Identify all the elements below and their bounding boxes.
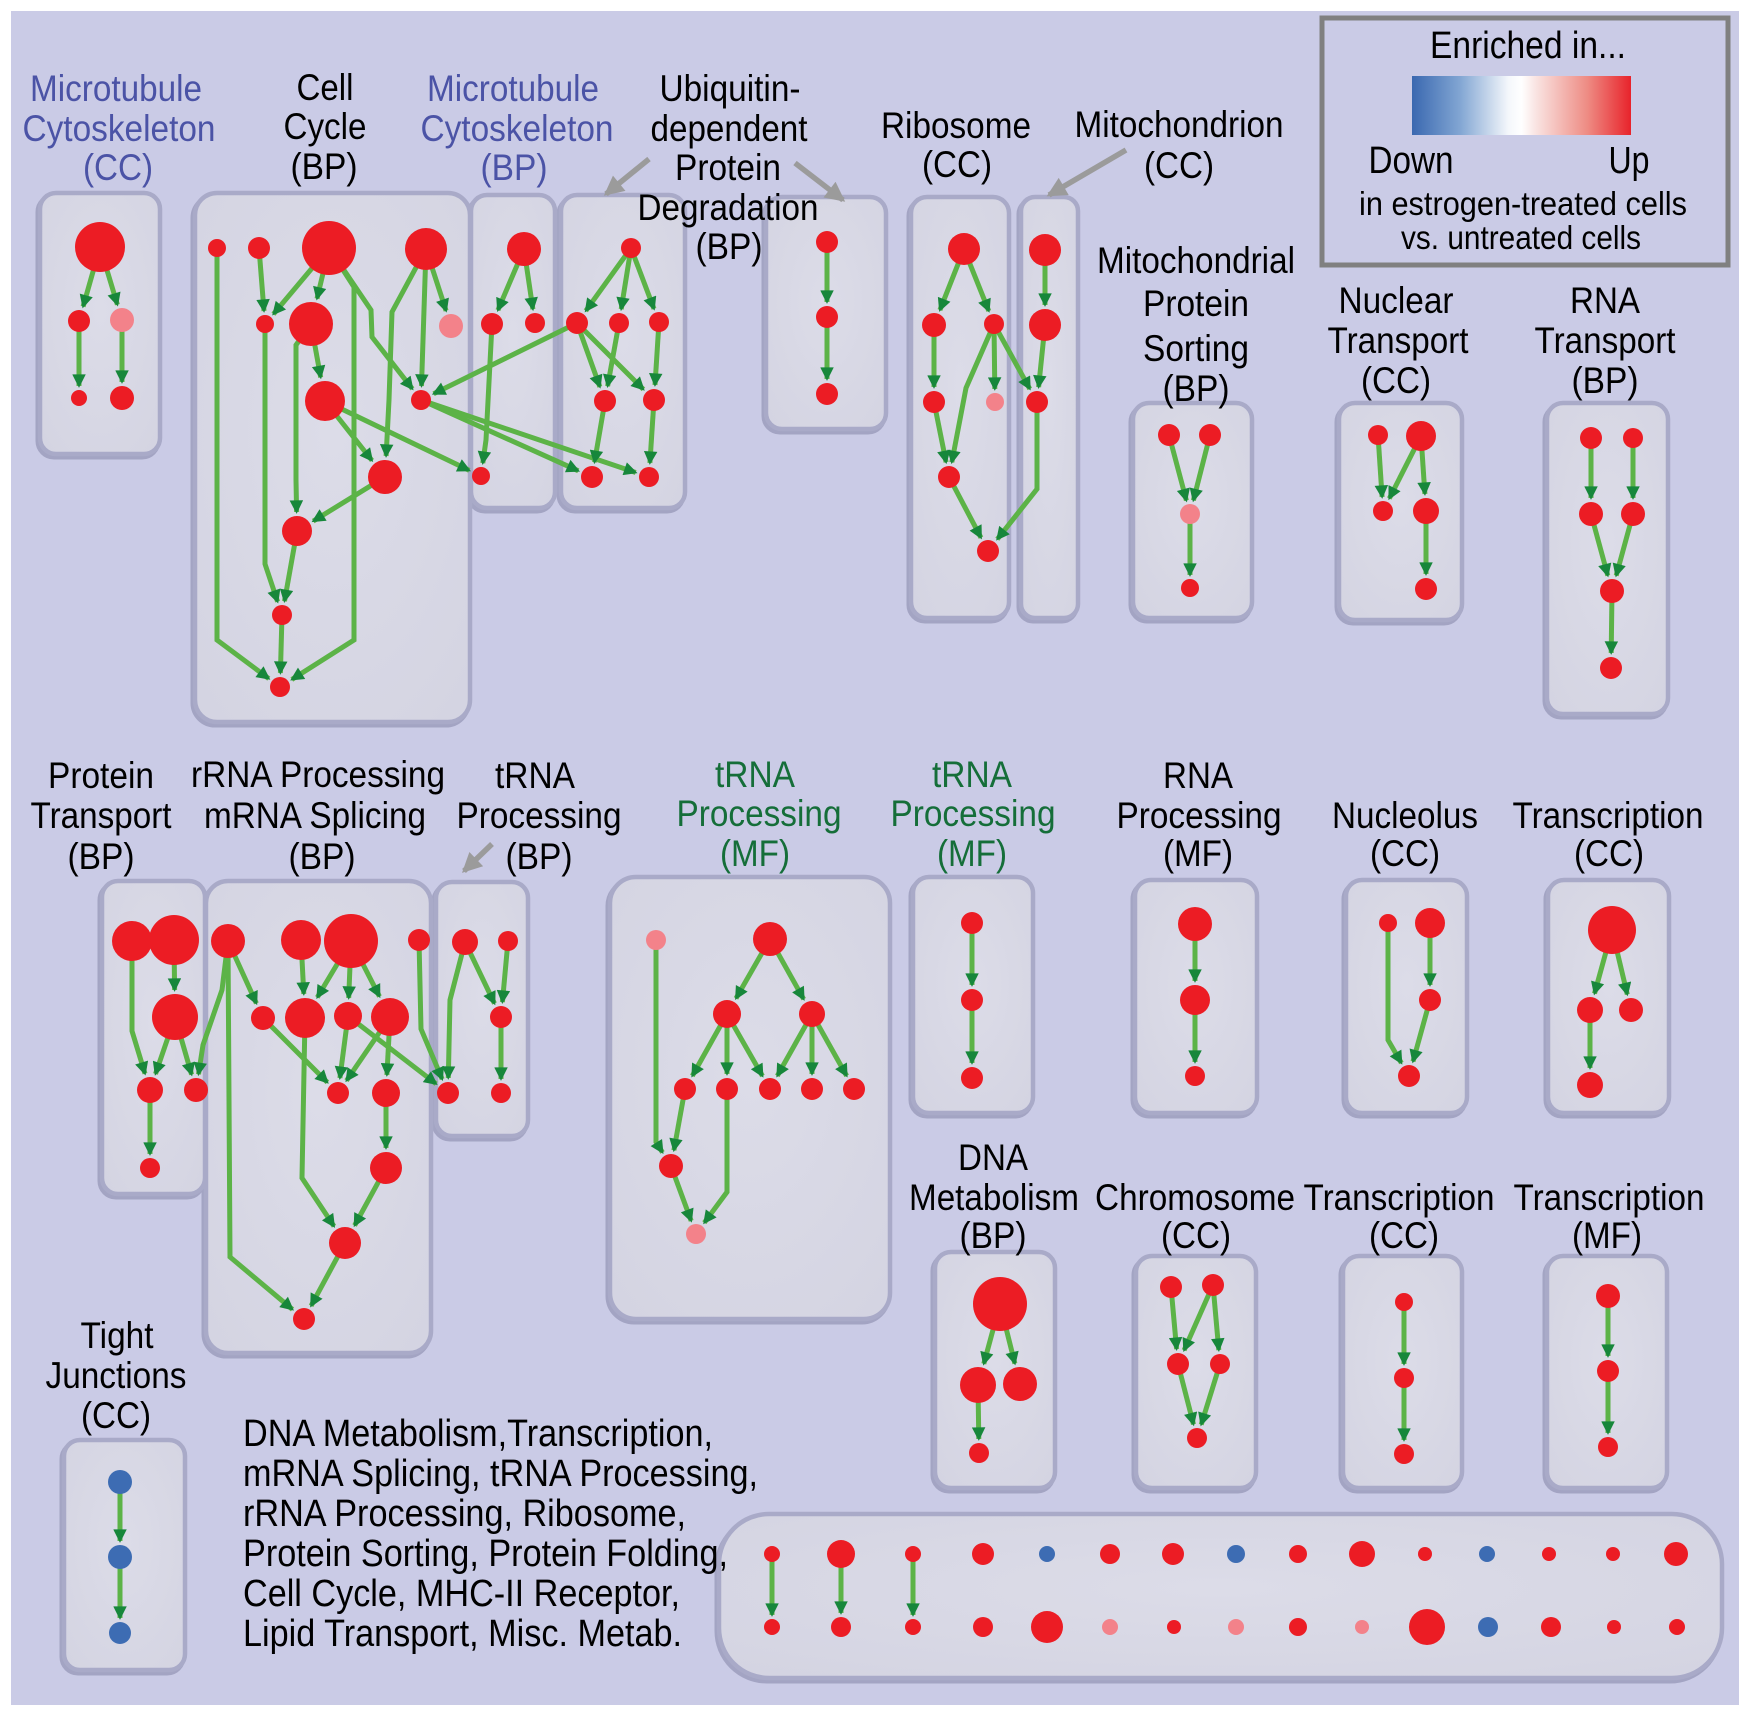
svg-text:Cell Cycle, MHC-II Receptor,: Cell Cycle, MHC-II Receptor, <box>243 1573 680 1615</box>
svg-text:Microtubule: Microtubule <box>30 68 202 109</box>
svg-text:Transcription: Transcription <box>1304 1177 1495 1218</box>
svg-text:Cytoskeleton: Cytoskeleton <box>23 108 216 149</box>
svg-text:Up: Up <box>1609 140 1650 182</box>
svg-text:(CC): (CC) <box>81 1395 151 1436</box>
svg-text:tRNA: tRNA <box>495 755 575 796</box>
svg-text:Processing: Processing <box>891 793 1056 834</box>
svg-text:mRNA Splicing: mRNA Splicing <box>204 795 426 836</box>
svg-text:(CC): (CC) <box>922 144 992 185</box>
svg-text:rRNA Processing, Ribosome,: rRNA Processing, Ribosome, <box>243 1493 686 1535</box>
svg-text:(BP): (BP) <box>960 1215 1027 1256</box>
svg-text:(MF): (MF) <box>937 833 1007 874</box>
svg-text:(BP): (BP) <box>289 836 356 877</box>
svg-text:Transport: Transport <box>1328 320 1470 361</box>
svg-text:vs. untreated cells: vs. untreated cells <box>1401 219 1641 256</box>
svg-text:tRNA: tRNA <box>932 754 1012 795</box>
svg-text:Nuclear: Nuclear <box>1339 280 1454 321</box>
svg-text:Processing: Processing <box>677 793 842 834</box>
svg-text:Processing: Processing <box>1117 795 1282 836</box>
svg-text:(BP): (BP) <box>1163 368 1230 409</box>
svg-text:(BP): (BP) <box>506 836 573 877</box>
svg-text:(BP): (BP) <box>481 147 548 188</box>
svg-text:Microtubule: Microtubule <box>427 68 599 109</box>
svg-text:(CC): (CC) <box>1369 1215 1439 1256</box>
svg-text:Protein: Protein <box>675 147 781 188</box>
svg-text:Chromosome: Chromosome <box>1095 1177 1295 1218</box>
svg-text:(MF): (MF) <box>720 833 790 874</box>
svg-text:mRNA Splicing, tRNA Processing: mRNA Splicing, tRNA Processing, <box>243 1453 758 1495</box>
svg-text:Transcription: Transcription <box>1513 795 1704 836</box>
svg-text:Mitochondrial: Mitochondrial <box>1097 240 1295 281</box>
svg-text:Down: Down <box>1369 140 1454 182</box>
svg-text:Lipid Transport, Misc. Metab.: Lipid Transport, Misc. Metab. <box>243 1613 682 1655</box>
svg-text:Processing: Processing <box>457 795 622 836</box>
svg-text:Transport: Transport <box>1535 320 1677 361</box>
svg-text:DNA: DNA <box>958 1137 1028 1178</box>
svg-text:Cycle: Cycle <box>284 106 367 147</box>
svg-text:(CC): (CC) <box>83 147 153 188</box>
svg-text:(CC): (CC) <box>1144 145 1214 186</box>
svg-text:Transcription: Transcription <box>1514 1177 1705 1218</box>
svg-text:(CC): (CC) <box>1361 360 1431 401</box>
svg-text:(MF): (MF) <box>1163 833 1233 874</box>
svg-text:(CC): (CC) <box>1161 1215 1231 1256</box>
svg-text:Ubiquitin-: Ubiquitin- <box>660 68 801 109</box>
svg-text:RNA: RNA <box>1163 755 1233 796</box>
svg-text:(BP): (BP) <box>68 836 135 877</box>
svg-text:(BP): (BP) <box>696 226 763 267</box>
svg-text:rRNA Processing: rRNA Processing <box>191 754 445 795</box>
svg-text:Sorting: Sorting <box>1143 328 1249 369</box>
svg-text:Nucleolus: Nucleolus <box>1332 795 1478 836</box>
svg-text:DNA Metabolism,Transcription,: DNA Metabolism,Transcription, <box>243 1413 713 1455</box>
svg-text:Tight: Tight <box>81 1315 155 1356</box>
svg-text:in estrogen-treated cells: in estrogen-treated cells <box>1359 185 1687 222</box>
svg-text:Transport: Transport <box>31 795 173 836</box>
svg-text:RNA: RNA <box>1570 280 1640 321</box>
svg-text:tRNA: tRNA <box>715 754 795 795</box>
svg-text:(MF): (MF) <box>1572 1215 1642 1256</box>
svg-text:dependent: dependent <box>651 108 809 149</box>
svg-text:Protein: Protein <box>1143 283 1249 324</box>
svg-text:Junctions: Junctions <box>46 1355 187 1396</box>
svg-text:Protein Sorting, Protein Foldi: Protein Sorting, Protein Folding, <box>243 1533 728 1575</box>
svg-text:Protein: Protein <box>48 755 154 796</box>
svg-text:Cell: Cell <box>297 67 354 108</box>
svg-text:Degradation: Degradation <box>638 187 819 228</box>
svg-text:Metabolism: Metabolism <box>909 1177 1079 1218</box>
svg-text:Enriched in...: Enriched in... <box>1430 25 1626 67</box>
svg-text:(BP): (BP) <box>291 146 358 187</box>
svg-text:(CC): (CC) <box>1370 833 1440 874</box>
svg-text:Mitochondrion: Mitochondrion <box>1075 104 1284 145</box>
svg-text:Cytoskeleton: Cytoskeleton <box>421 108 614 149</box>
svg-text:(BP): (BP) <box>1572 360 1639 401</box>
svg-text:Ribosome: Ribosome <box>881 105 1031 146</box>
svg-text:(CC): (CC) <box>1574 833 1644 874</box>
